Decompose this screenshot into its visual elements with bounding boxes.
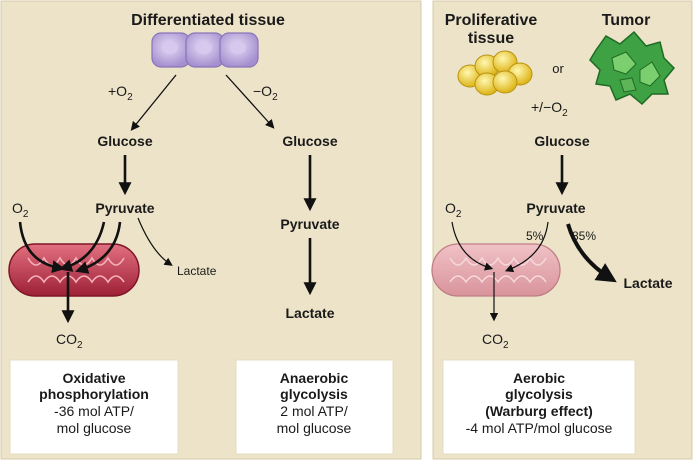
arrow-pyruvate-into-mitochondrion-b <box>75 221 122 274</box>
o2-right-label: O2 <box>445 200 462 220</box>
plus-o2-label: +O2 <box>108 83 133 103</box>
glucose-left-label: Glucose <box>97 133 152 149</box>
pct-85-label: 85% <box>572 229 596 243</box>
left-title: Differentiated tissue <box>131 12 285 29</box>
proliferative-line2: tissue <box>468 30 514 47</box>
oxphos-line1: Oxidative <box>62 370 125 386</box>
arrow-pyruvate-lactate-small <box>137 217 173 266</box>
oxphos-line3: -36 mol ATP/ <box>54 403 134 419</box>
minus-o2-label: −O2 <box>253 83 278 103</box>
aerobic-line4: -4 mol ATP/mol glucose <box>466 420 613 436</box>
aerobic-line2: glycolysis <box>505 386 573 402</box>
arrow-o2-into-mitochondrion-tumor <box>451 221 494 271</box>
co2-right-label: CO2 <box>482 331 509 351</box>
proliferative-line1: Proliferative <box>445 12 538 29</box>
arrow-o2-into-mitochondrion <box>18 221 66 274</box>
oxphos-line4: mol glucose <box>57 420 132 436</box>
pyruvate-right-label: Pyruvate <box>280 216 339 232</box>
tumor-label: Tumor <box>602 12 651 29</box>
arrow-to-glucose-left <box>130 74 177 131</box>
lactate-right-label: Lactate <box>285 305 334 321</box>
tumor-icon <box>589 30 676 106</box>
pct-5-label: 5% <box>526 229 544 243</box>
anaerobic-line2: glycolysis <box>280 386 348 402</box>
glucose-right-label: Glucose <box>282 133 337 149</box>
anaerobic-line3: 2 mol ATP/ <box>280 403 348 419</box>
arrow-pyruvate-lactate-tumor <box>566 223 617 283</box>
differentiated-cells-icon <box>151 32 259 68</box>
plus-minus-o2-label: +/−O2 <box>531 99 568 119</box>
aerobic-box <box>442 359 636 455</box>
o2-left-label: O2 <box>12 200 29 220</box>
oxphos-box <box>9 359 179 455</box>
pyruvate-left-label: Pyruvate <box>95 200 154 216</box>
oxphos-line2: phosphorylation <box>39 386 149 402</box>
arrow-pyruvate-into-mitochondrion-a <box>59 221 106 272</box>
pyruvate-right-panel-label: Pyruvate <box>526 200 585 216</box>
mitochondrion-faded-icon <box>431 243 561 297</box>
lactate-tumor-label: Lactate <box>623 275 672 291</box>
co2-left-label: CO2 <box>56 331 83 351</box>
or-label: or <box>552 61 564 76</box>
lactate-small-label: Lactate <box>177 264 217 278</box>
aerobic-line1: Aerobic <box>513 370 565 386</box>
anaerobic-line4: mol glucose <box>277 420 352 436</box>
proliferative-cells-icon <box>457 50 533 96</box>
anaerobic-line1: Anaerobic <box>280 370 349 386</box>
glucose-right-panel-label: Glucose <box>534 133 589 149</box>
arrow-pyruvate-into-mitochondrion-tumor <box>504 221 549 273</box>
mitochondrion-icon <box>8 243 140 297</box>
arrow-to-glucose-right <box>225 74 275 129</box>
aerobic-line3: (Warburg effect) <box>485 403 593 419</box>
anaerobic-box <box>235 359 394 455</box>
